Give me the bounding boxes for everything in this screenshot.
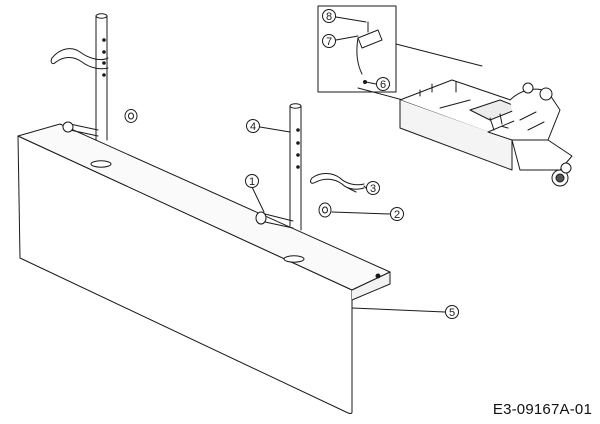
callout-8: 8	[322, 9, 367, 23]
hair-pin-clip	[310, 173, 365, 193]
svg-text:7: 7	[326, 36, 332, 48]
nut	[318, 202, 332, 218]
callout-7: 7	[322, 34, 359, 48]
left-nut	[124, 109, 138, 123]
callout-1: 1	[245, 174, 265, 213]
left-post	[62, 13, 108, 141]
callout-6: 6	[365, 77, 390, 91]
svg-text:1: 1	[249, 176, 255, 188]
svg-text:3: 3	[370, 183, 376, 195]
right-post	[289, 103, 302, 231]
machine-overview	[399, 79, 573, 187]
callout-5: 5	[351, 305, 459, 319]
callout-4: 4	[246, 119, 291, 133]
svg-text:6: 6	[380, 79, 386, 91]
svg-text:2: 2	[394, 209, 400, 221]
svg-text:8: 8	[326, 11, 332, 23]
callout-3: 3	[363, 181, 380, 195]
bolt	[255, 211, 294, 229]
svg-text:5: 5	[449, 307, 455, 319]
deflector-plate	[17, 123, 391, 414]
drawing-code: E3-09167A-01	[492, 401, 592, 418]
callout-2: 2	[331, 207, 404, 221]
left-hair-pin-clip	[50, 48, 109, 70]
svg-text:4: 4	[250, 121, 256, 133]
